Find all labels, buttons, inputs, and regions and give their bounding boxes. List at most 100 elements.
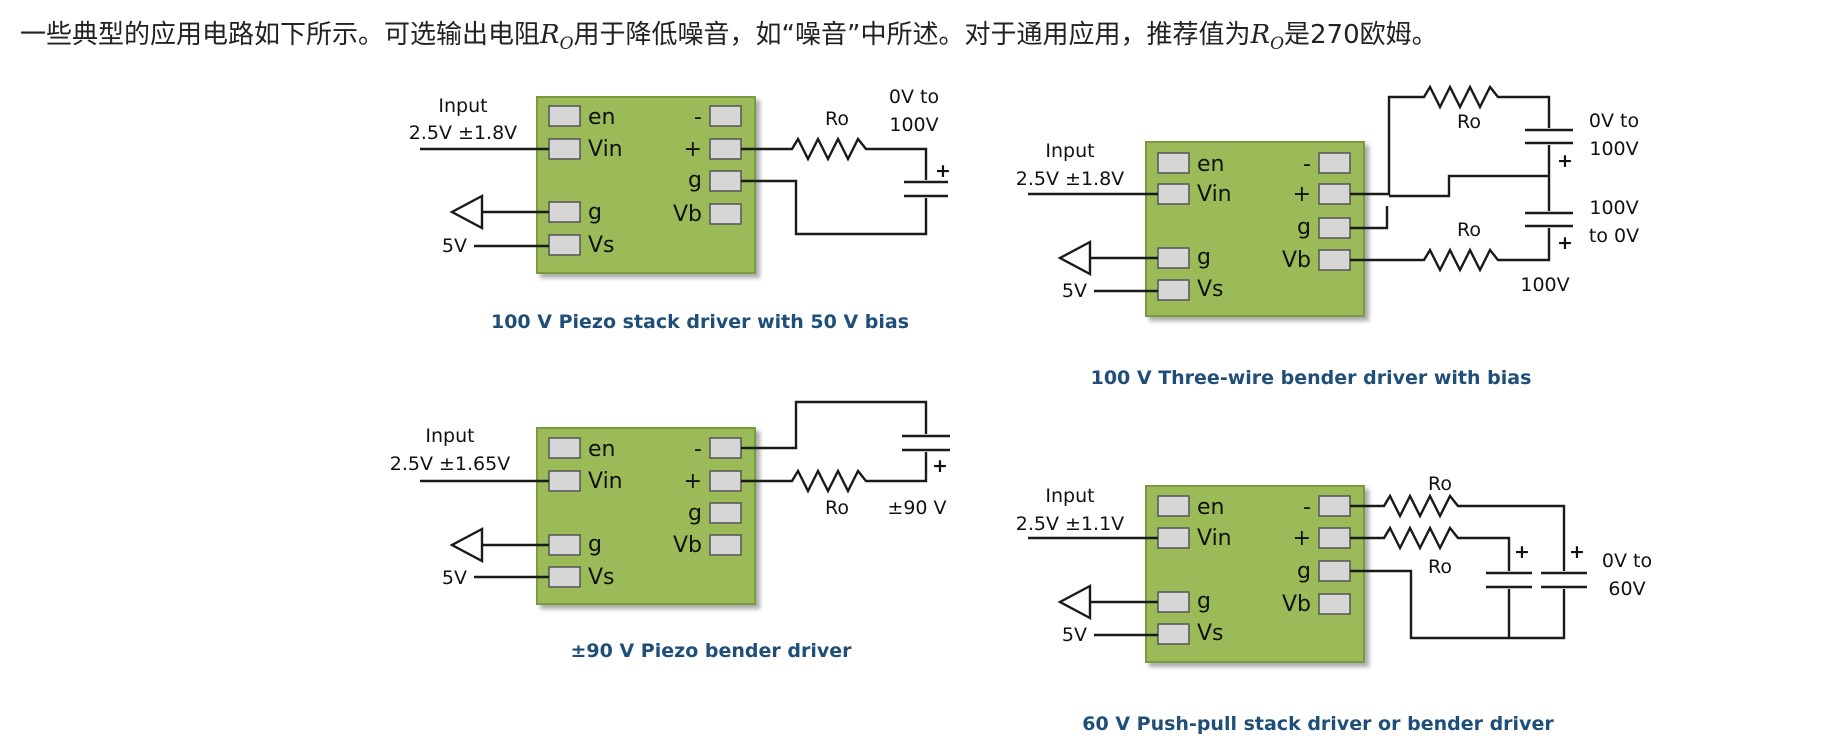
- pad-minus: [709, 105, 742, 127]
- minus-wire: [741, 400, 928, 450]
- pin-vb: Vb: [1282, 592, 1311, 617]
- pad-g-left: [548, 534, 581, 556]
- caption-2: 100 V Three-wire bender driver with bias: [1091, 367, 1532, 389]
- ground-triangle: [449, 527, 549, 563]
- pin-g-right: g: [1297, 559, 1311, 584]
- pin-g: g: [588, 200, 602, 225]
- cap-plus: +: [932, 455, 948, 477]
- pad-vb: [1318, 593, 1351, 615]
- input-range: 2.5V ±1.8V: [409, 122, 517, 144]
- pin-vs: Vs: [588, 565, 615, 590]
- resistor-ro-plus: [1350, 525, 1511, 571]
- caption-3: ±90 V Piezo bender driver: [571, 640, 853, 662]
- pad-g-right: [1318, 217, 1351, 239]
- out-label-1: 0V to: [1602, 550, 1652, 572]
- pad-plus: [709, 470, 742, 492]
- pad-vb: [709, 534, 742, 556]
- pin-en: en: [588, 105, 615, 130]
- intro-part-1: 一些典型的应用电路如下所示。可选输出电阻: [20, 20, 541, 50]
- out-bot-1: 100V: [1589, 197, 1638, 219]
- pad-vs: [548, 234, 581, 256]
- ro-label-plus: Ro: [1428, 556, 1452, 578]
- pin-en: en: [588, 437, 615, 462]
- pad-plus: [1318, 183, 1351, 205]
- ro-symbol: RO: [540, 20, 574, 55]
- caption-1: 100 V Piezo stack driver with 50 V bias: [491, 311, 909, 333]
- pin-vin: Vin: [588, 469, 623, 494]
- pin-vs: Vs: [1197, 277, 1224, 302]
- pin-g: g: [1197, 589, 1211, 614]
- pin-plus: +: [1293, 526, 1311, 551]
- pin-plus: +: [1293, 182, 1311, 207]
- pad-g-right: [709, 502, 742, 524]
- input-range: 2.5V ±1.8V: [1016, 168, 1124, 190]
- pad-vs: [1157, 623, 1190, 645]
- resistor-ro-bottom: [1350, 228, 1551, 273]
- g-return-wire: [741, 179, 928, 236]
- pad-en: [548, 437, 581, 459]
- cap2-plus: +: [1557, 232, 1573, 254]
- pin-vin: Vin: [1197, 526, 1232, 551]
- circuit-3-piezo-bender: en Vin g Vs - + g Vb Input 2.5V ±1.65V 5…: [390, 400, 950, 662]
- ro-label: Ro: [825, 108, 849, 130]
- pad-minus: [1318, 495, 1351, 517]
- pin-en: en: [1197, 495, 1224, 520]
- cap-a-plus: +: [1514, 541, 1530, 563]
- g-wire: [1350, 206, 1389, 230]
- intro-part-2: 用于降低噪音，如“噪音”中所述。对于通用应用，推荐值为: [573, 20, 1251, 50]
- out-label: ±90 V: [887, 497, 946, 519]
- out-label-1: 0V to: [889, 86, 939, 108]
- pin-minus: -: [694, 437, 702, 462]
- pin-g-right: g: [1297, 215, 1311, 240]
- mid-bias-wire: [1389, 145, 1551, 211]
- pin-minus: -: [1303, 495, 1311, 520]
- ro-label: Ro: [825, 497, 849, 519]
- supply-label: 5V: [1062, 624, 1087, 646]
- cap-b-plus: +: [1569, 541, 1585, 563]
- pad-vb: [1318, 249, 1351, 271]
- resistor-ro-minus: [1350, 493, 1566, 571]
- ro-label-top: Ro: [1457, 111, 1481, 133]
- pad-minus: [1318, 152, 1351, 174]
- pad-vin: [548, 138, 581, 160]
- supply-label: 5V: [442, 235, 467, 257]
- input-label: Input: [425, 425, 474, 447]
- pin-g-right: g: [688, 501, 702, 526]
- supply-label: 5V: [1062, 280, 1087, 302]
- input-range: 2.5V ±1.65V: [390, 453, 510, 475]
- pin-minus: -: [694, 105, 702, 130]
- input-range: 2.5V ±1.1V: [1016, 513, 1124, 535]
- pad-vin: [1157, 527, 1190, 549]
- pad-en: [548, 105, 581, 127]
- resistor-ro: [741, 136, 928, 180]
- pin-en: en: [1197, 152, 1224, 177]
- intro-part-3: 是270欧姆。: [1284, 20, 1438, 50]
- out-top-2: 100V: [1589, 138, 1638, 160]
- pad-vin: [548, 470, 581, 492]
- supply-label: 5V: [442, 567, 467, 589]
- ground-triangle: [1057, 584, 1158, 620]
- pin-minus: -: [1303, 152, 1311, 177]
- pin-g-right: g: [688, 168, 702, 193]
- out-label-2: 60V: [1608, 578, 1645, 600]
- cap1-plus: +: [1557, 150, 1573, 172]
- input-label: Input: [438, 95, 487, 117]
- pin-g: g: [1197, 245, 1211, 270]
- pad-g-left: [548, 201, 581, 223]
- pin-vin: Vin: [1197, 182, 1232, 207]
- resistor-ro-top: [1350, 84, 1551, 196]
- input-label: Input: [1045, 140, 1094, 162]
- resistor-ro: [741, 452, 928, 494]
- pad-vs: [1157, 279, 1190, 301]
- pad-g-right: [709, 170, 742, 192]
- pin-vs: Vs: [588, 233, 615, 258]
- pin-plus: +: [684, 469, 702, 494]
- pin-vin: Vin: [588, 137, 623, 162]
- pin-vb: Vb: [1282, 248, 1311, 273]
- g-return-wire: [1350, 569, 1566, 640]
- pad-vin: [1157, 183, 1190, 205]
- pin-vb: Vb: [673, 533, 702, 558]
- pad-en: [1157, 152, 1190, 174]
- intro-text: 一些典型的应用电路如下所示。可选输出电阻RO用于降低噪音，如“噪音”中所述。对于…: [20, 14, 1438, 54]
